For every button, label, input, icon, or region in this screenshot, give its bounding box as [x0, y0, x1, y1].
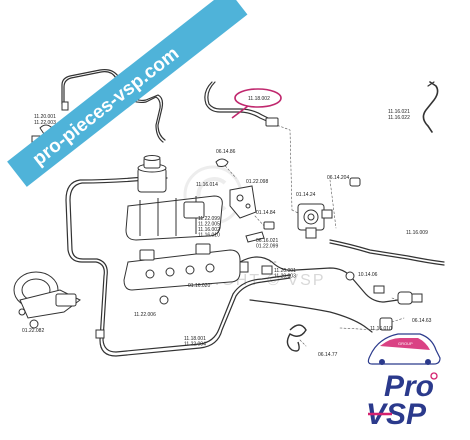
- part-label-11-18-001: 11.18.001 11.22.004: [184, 336, 207, 348]
- highlight-ring: [234, 88, 282, 108]
- rear-right-hose: [249, 299, 373, 333]
- part-label-11-20-001b: 11.20.001 11.20.003: [274, 268, 297, 280]
- site-banner-band: [7, 0, 248, 187]
- right-wheel-hose: [329, 239, 445, 263]
- part-label-11-16-009: 11.16.009: [406, 230, 428, 236]
- part-label-06-14-63: 06.14.63: [412, 318, 432, 324]
- part-label-11-22-099: 11.22.099 11.22.005 11.16.002 11.16.010: [198, 216, 221, 239]
- logo-dot-icon: [430, 372, 438, 380]
- part-label-01-16-020: 01.16.020: [188, 283, 210, 289]
- part-label-11-16-010: 11.16.010: [370, 326, 392, 332]
- coil-spring: [286, 324, 307, 352]
- mounting-bracket: [229, 185, 257, 219]
- part-label-01-22-098: 01.22.098: [246, 179, 268, 185]
- part-label-11-16-014: 11.16.014: [196, 182, 218, 188]
- right-wire-clip: [422, 81, 439, 133]
- part-label-06-14-77: 06.14.77: [318, 352, 338, 358]
- part-label-11-20-001: 11.20.001 11.22.003: [34, 114, 57, 126]
- center-pipe: [239, 256, 399, 303]
- highlight-marker: [231, 88, 282, 119]
- logo-tag: GROUP: [398, 341, 413, 346]
- pro-vsp-logo: GROUP Pro VSP: [366, 333, 441, 431]
- master-cylinder: [123, 243, 241, 305]
- front-left-pipe: [65, 174, 291, 357]
- fittings: [31, 101, 423, 339]
- part-label-06-14-86: 06.14.86: [216, 149, 236, 155]
- part-label-11-22-006: 11.22.006: [134, 312, 156, 318]
- logo-word-top: Pro: [384, 370, 434, 403]
- part-label-01-14-24: 01.14.24: [296, 192, 316, 198]
- part-label-group: 11.18.002 11.16.021 11.16.022 11.20.001 …: [22, 96, 432, 358]
- part-label-01-22-082: 01.22.082: [22, 328, 44, 334]
- part-label-06-14-204: 06.14.204: [327, 175, 349, 181]
- part-label-11-16-021: 11.16.021 11.16.022: [388, 109, 411, 121]
- site-banner: pro-pieces-vsp.com: [7, 0, 248, 187]
- brake-servo: [13, 271, 81, 329]
- part-label-11-18-002: 11.18.002: [248, 96, 270, 102]
- brake-fluid-reservoir: [125, 155, 223, 241]
- brake-limiter: [297, 203, 333, 239]
- part-label-10-14-06: 10.14.06: [358, 272, 378, 278]
- part-label-06-16-021: 06.16.021 01.22.099: [256, 238, 280, 250]
- highlight-arrow: [231, 105, 249, 119]
- part-label-01-14-84: 01.14.84: [256, 210, 276, 216]
- top-bent-pipe: [204, 81, 279, 127]
